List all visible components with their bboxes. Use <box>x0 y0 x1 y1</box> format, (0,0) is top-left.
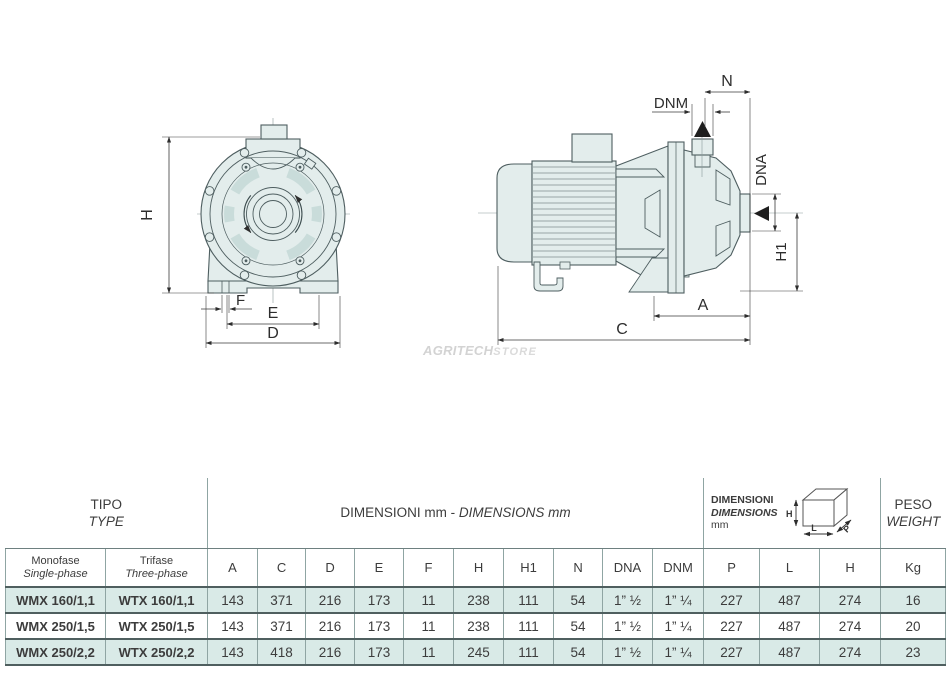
box-dimensions-icon: H L P <box>786 487 852 537</box>
header-peso: PESO WEIGHT <box>880 478 946 549</box>
col-dna: DNA <box>602 548 654 588</box>
dim-label-c: C <box>616 321 628 338</box>
cell-kg: 20 <box>880 612 947 640</box>
watermark: AGRITECHSTORE <box>423 343 537 358</box>
cell-dnm: 1” ¼ <box>652 638 705 666</box>
cell-p: 227 <box>703 586 761 614</box>
col-e: E <box>354 548 405 588</box>
cell-dna: 1” ½ <box>602 638 654 666</box>
header-dimensions: DIMENSIONI mm - DIMENSIONS mm <box>207 478 705 549</box>
dim-label-d: D <box>267 325 279 342</box>
model-tri: WTX 160/1,1 <box>104 586 209 614</box>
cell-f: 11 <box>403 638 455 666</box>
cell-d: 216 <box>305 638 356 666</box>
cell-h1: 111 <box>503 612 555 640</box>
col-dnm: DNM <box>652 548 705 588</box>
col-h-box: H <box>819 548 882 588</box>
spec-table: TIPO TYPE DIMENSIONI mm - DIMENSIONS mm … <box>5 478 947 666</box>
cell-a: 143 <box>207 638 259 666</box>
svg-text:H: H <box>786 509 793 519</box>
cell-h: 238 <box>453 586 505 614</box>
cell-n: 54 <box>553 612 604 640</box>
cell-dnm: 1” ¼ <box>652 612 705 640</box>
dim-label-n: N <box>721 73 733 90</box>
model-tri: WTX 250/1,5 <box>104 612 209 640</box>
cell-c: 418 <box>257 638 307 666</box>
front-view-dimensions <box>162 136 341 348</box>
cell-dna: 1” ½ <box>602 586 654 614</box>
dim-label-h1: H1 <box>773 242 790 261</box>
table-row: WMX 250/1,5 WTX 250/1,5 143 371 216 173 … <box>5 612 947 640</box>
cell-h: 238 <box>453 612 505 640</box>
col-d: D <box>305 548 356 588</box>
cell-c: 371 <box>257 612 307 640</box>
cell-h-box: 274 <box>819 612 882 640</box>
header-tipo: TIPO TYPE <box>5 478 209 549</box>
col-p: P <box>703 548 761 588</box>
side-view-drawing <box>478 121 803 294</box>
cell-dnm: 1” ¼ <box>652 586 705 614</box>
dim-label-h: H <box>139 209 156 221</box>
side-view-dimensions <box>497 89 803 345</box>
cell-d: 216 <box>305 586 356 614</box>
cell-e: 173 <box>354 638 405 666</box>
cell-l: 487 <box>759 612 821 640</box>
cell-p: 227 <box>703 612 761 640</box>
cell-a: 143 <box>207 586 259 614</box>
svg-text:L: L <box>811 523 817 533</box>
dim-label-a: A <box>698 297 709 314</box>
model-tri: WTX 250/2,2 <box>104 638 209 666</box>
cell-h1: 111 <box>503 638 555 666</box>
col-kg: Kg <box>880 548 947 588</box>
dim-label-e: E <box>268 305 279 322</box>
cell-a: 143 <box>207 612 259 640</box>
table-row: WMX 160/1,1 WTX 160/1,1 143 371 216 173 … <box>5 586 947 614</box>
cell-c: 371 <box>257 586 307 614</box>
svg-text:P: P <box>841 523 852 534</box>
dim-label-dnm: DNM <box>654 95 688 112</box>
cell-p: 227 <box>703 638 761 666</box>
dim-label-f: F <box>236 292 245 309</box>
cell-l: 487 <box>759 586 821 614</box>
technical-drawing: H F E D <box>139 73 803 348</box>
front-view-drawing <box>197 118 350 303</box>
table-row: WMX 250/2,2 WTX 250/2,2 143 418 216 173 … <box>5 638 947 666</box>
dim-label-dna: DNA <box>753 154 770 186</box>
cell-d: 216 <box>305 612 356 640</box>
col-c: C <box>257 548 307 588</box>
cell-n: 54 <box>553 586 604 614</box>
model-mono: WMX 250/2,2 <box>5 638 106 666</box>
col-l: L <box>759 548 821 588</box>
main-header-row: TIPO TYPE DIMENSIONI mm - DIMENSIONS mm … <box>5 478 946 549</box>
cell-h-box: 274 <box>819 638 882 666</box>
cell-n: 54 <box>553 638 604 666</box>
rotation-arrow-icon <box>243 194 303 234</box>
cell-l: 487 <box>759 638 821 666</box>
cell-f: 11 <box>403 586 455 614</box>
cell-dna: 1” ½ <box>602 612 654 640</box>
cell-f: 11 <box>403 612 455 640</box>
col-h: H <box>453 548 505 588</box>
header-box-dimensions: DIMENSIONI DIMENSIONS mm <box>703 478 882 549</box>
cell-e: 173 <box>354 586 405 614</box>
col-h1: H1 <box>503 548 555 588</box>
model-mono: WMX 250/1,5 <box>5 612 106 640</box>
model-mono: WMX 160/1,1 <box>5 586 106 614</box>
cell-h1: 111 <box>503 586 555 614</box>
col-f: F <box>403 548 455 588</box>
col-n: N <box>553 548 604 588</box>
cell-e: 173 <box>354 612 405 640</box>
col-a: A <box>207 548 259 588</box>
cell-h-box: 274 <box>819 586 882 614</box>
cell-h: 245 <box>453 638 505 666</box>
cell-kg: 16 <box>880 586 947 614</box>
flow-arrow-icon <box>694 121 769 221</box>
cell-kg: 23 <box>880 638 947 666</box>
